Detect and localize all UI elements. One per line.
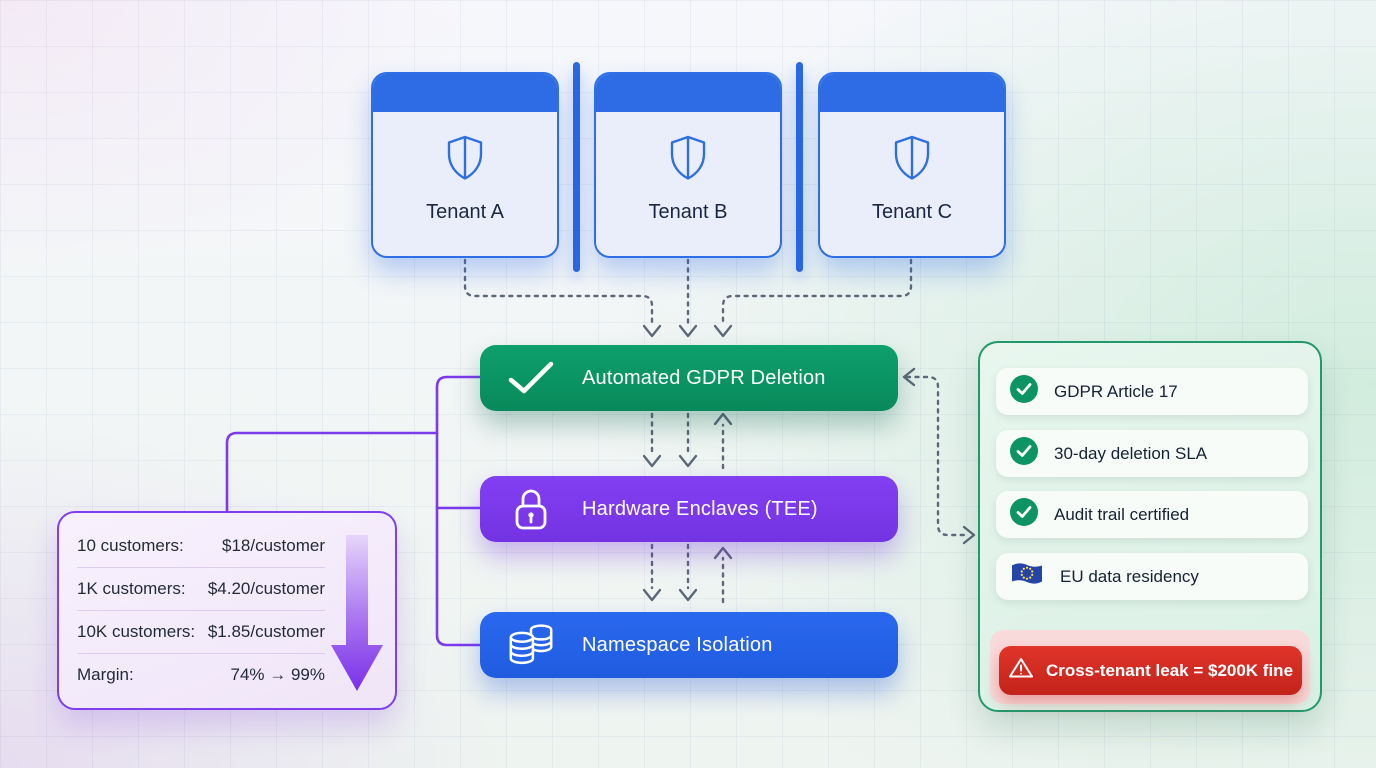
shield-icon (666, 134, 710, 187)
tenant-connectors (463, 258, 913, 328)
namespace-isolation-node: Namespace Isolation (480, 612, 898, 678)
compliance-item: EU data residency (996, 553, 1308, 600)
hardware-enclaves-label: Hardware Enclaves (TEE) (582, 497, 818, 520)
compliance-item-label: GDPR Article 17 (1054, 381, 1178, 401)
pricing-row: 10K customers: $1.85/customer (77, 611, 325, 653)
eu-flag-icon (1010, 561, 1044, 592)
warning-triangle-icon (1008, 656, 1034, 685)
check-circle-icon (1010, 498, 1038, 531)
compliance-feedback-connector (905, 375, 966, 537)
pricing-row: Margin: 74% → 99% (77, 654, 325, 696)
tenant-card-c: Tenant C (818, 72, 1006, 258)
hardware-enclaves-node: Hardware Enclaves (TEE) (480, 476, 898, 542)
cost-decrease-arrow-icon (331, 533, 383, 698)
lock-icon (506, 486, 556, 532)
pricing-row-value: $1.85/customer (207, 622, 325, 641)
row-divider (77, 653, 325, 654)
compliance-panel: GDPR Article 17 30-day deletion SLA Audi… (978, 341, 1322, 712)
cross-tenant-warning-badge: Cross-tenant leak = $200K fine (999, 646, 1302, 695)
row-divider (77, 567, 325, 568)
pricing-row-value: 74% → 99% (230, 665, 326, 684)
check-icon (506, 359, 556, 397)
pricing-row-label: Margin: (77, 665, 134, 684)
warning-strip: Cross-tenant leak = $200K fine (990, 630, 1310, 704)
check-circle-icon (1010, 437, 1038, 470)
check-circle-icon (1010, 375, 1038, 408)
tenant-card-header (373, 74, 557, 112)
tenant-label: Tenant B (648, 201, 728, 223)
pricing-row-label: 10K customers: (77, 622, 196, 641)
tenant-label: Tenant A (426, 201, 504, 223)
pricing-row: 1K customers: $4.20/customer (77, 568, 325, 610)
pricing-row-value: $18/customer (222, 536, 325, 555)
gdpr-deletion-label: Automated GDPR Deletion (582, 366, 826, 389)
pricing-row-label: 10 customers: (77, 536, 184, 555)
pricing-row: 10 customers: $18/customer (77, 525, 325, 567)
warning-label: Cross-tenant leak = $200K fine (1045, 660, 1294, 680)
compliance-item-label: Audit trail certified (1054, 504, 1190, 524)
gdpr-deletion-node: Automated GDPR Deletion (480, 345, 898, 411)
pricing-row-value: $4.20/customer (207, 579, 325, 598)
shield-icon (443, 134, 487, 187)
pricing-row-label: 1K customers: (77, 579, 186, 598)
compliance-item: 30-day deletion SLA (996, 430, 1308, 477)
row-divider (77, 610, 325, 611)
tenant-card-header (596, 74, 780, 112)
tenant-label: Tenant C (871, 201, 953, 223)
compliance-item-label: EU data residency (1060, 566, 1199, 586)
namespace-isolation-label: Namespace Isolation (582, 633, 773, 656)
compliance-item: Audit trail certified (996, 491, 1308, 538)
database-icon (506, 621, 556, 669)
tenant-card-header (820, 74, 1004, 112)
tenant-divider-bar (573, 62, 580, 272)
pricing-panel: 10 customers: $18/customer 1K customers:… (57, 511, 397, 710)
tenant-card-a: Tenant A (371, 72, 559, 258)
shield-icon (890, 134, 934, 187)
tenant-divider-bar (796, 62, 803, 272)
compliance-item: GDPR Article 17 (996, 368, 1308, 415)
tenant-card-b: Tenant B (594, 72, 782, 258)
compliance-item-label: 30-day deletion SLA (1054, 443, 1208, 463)
